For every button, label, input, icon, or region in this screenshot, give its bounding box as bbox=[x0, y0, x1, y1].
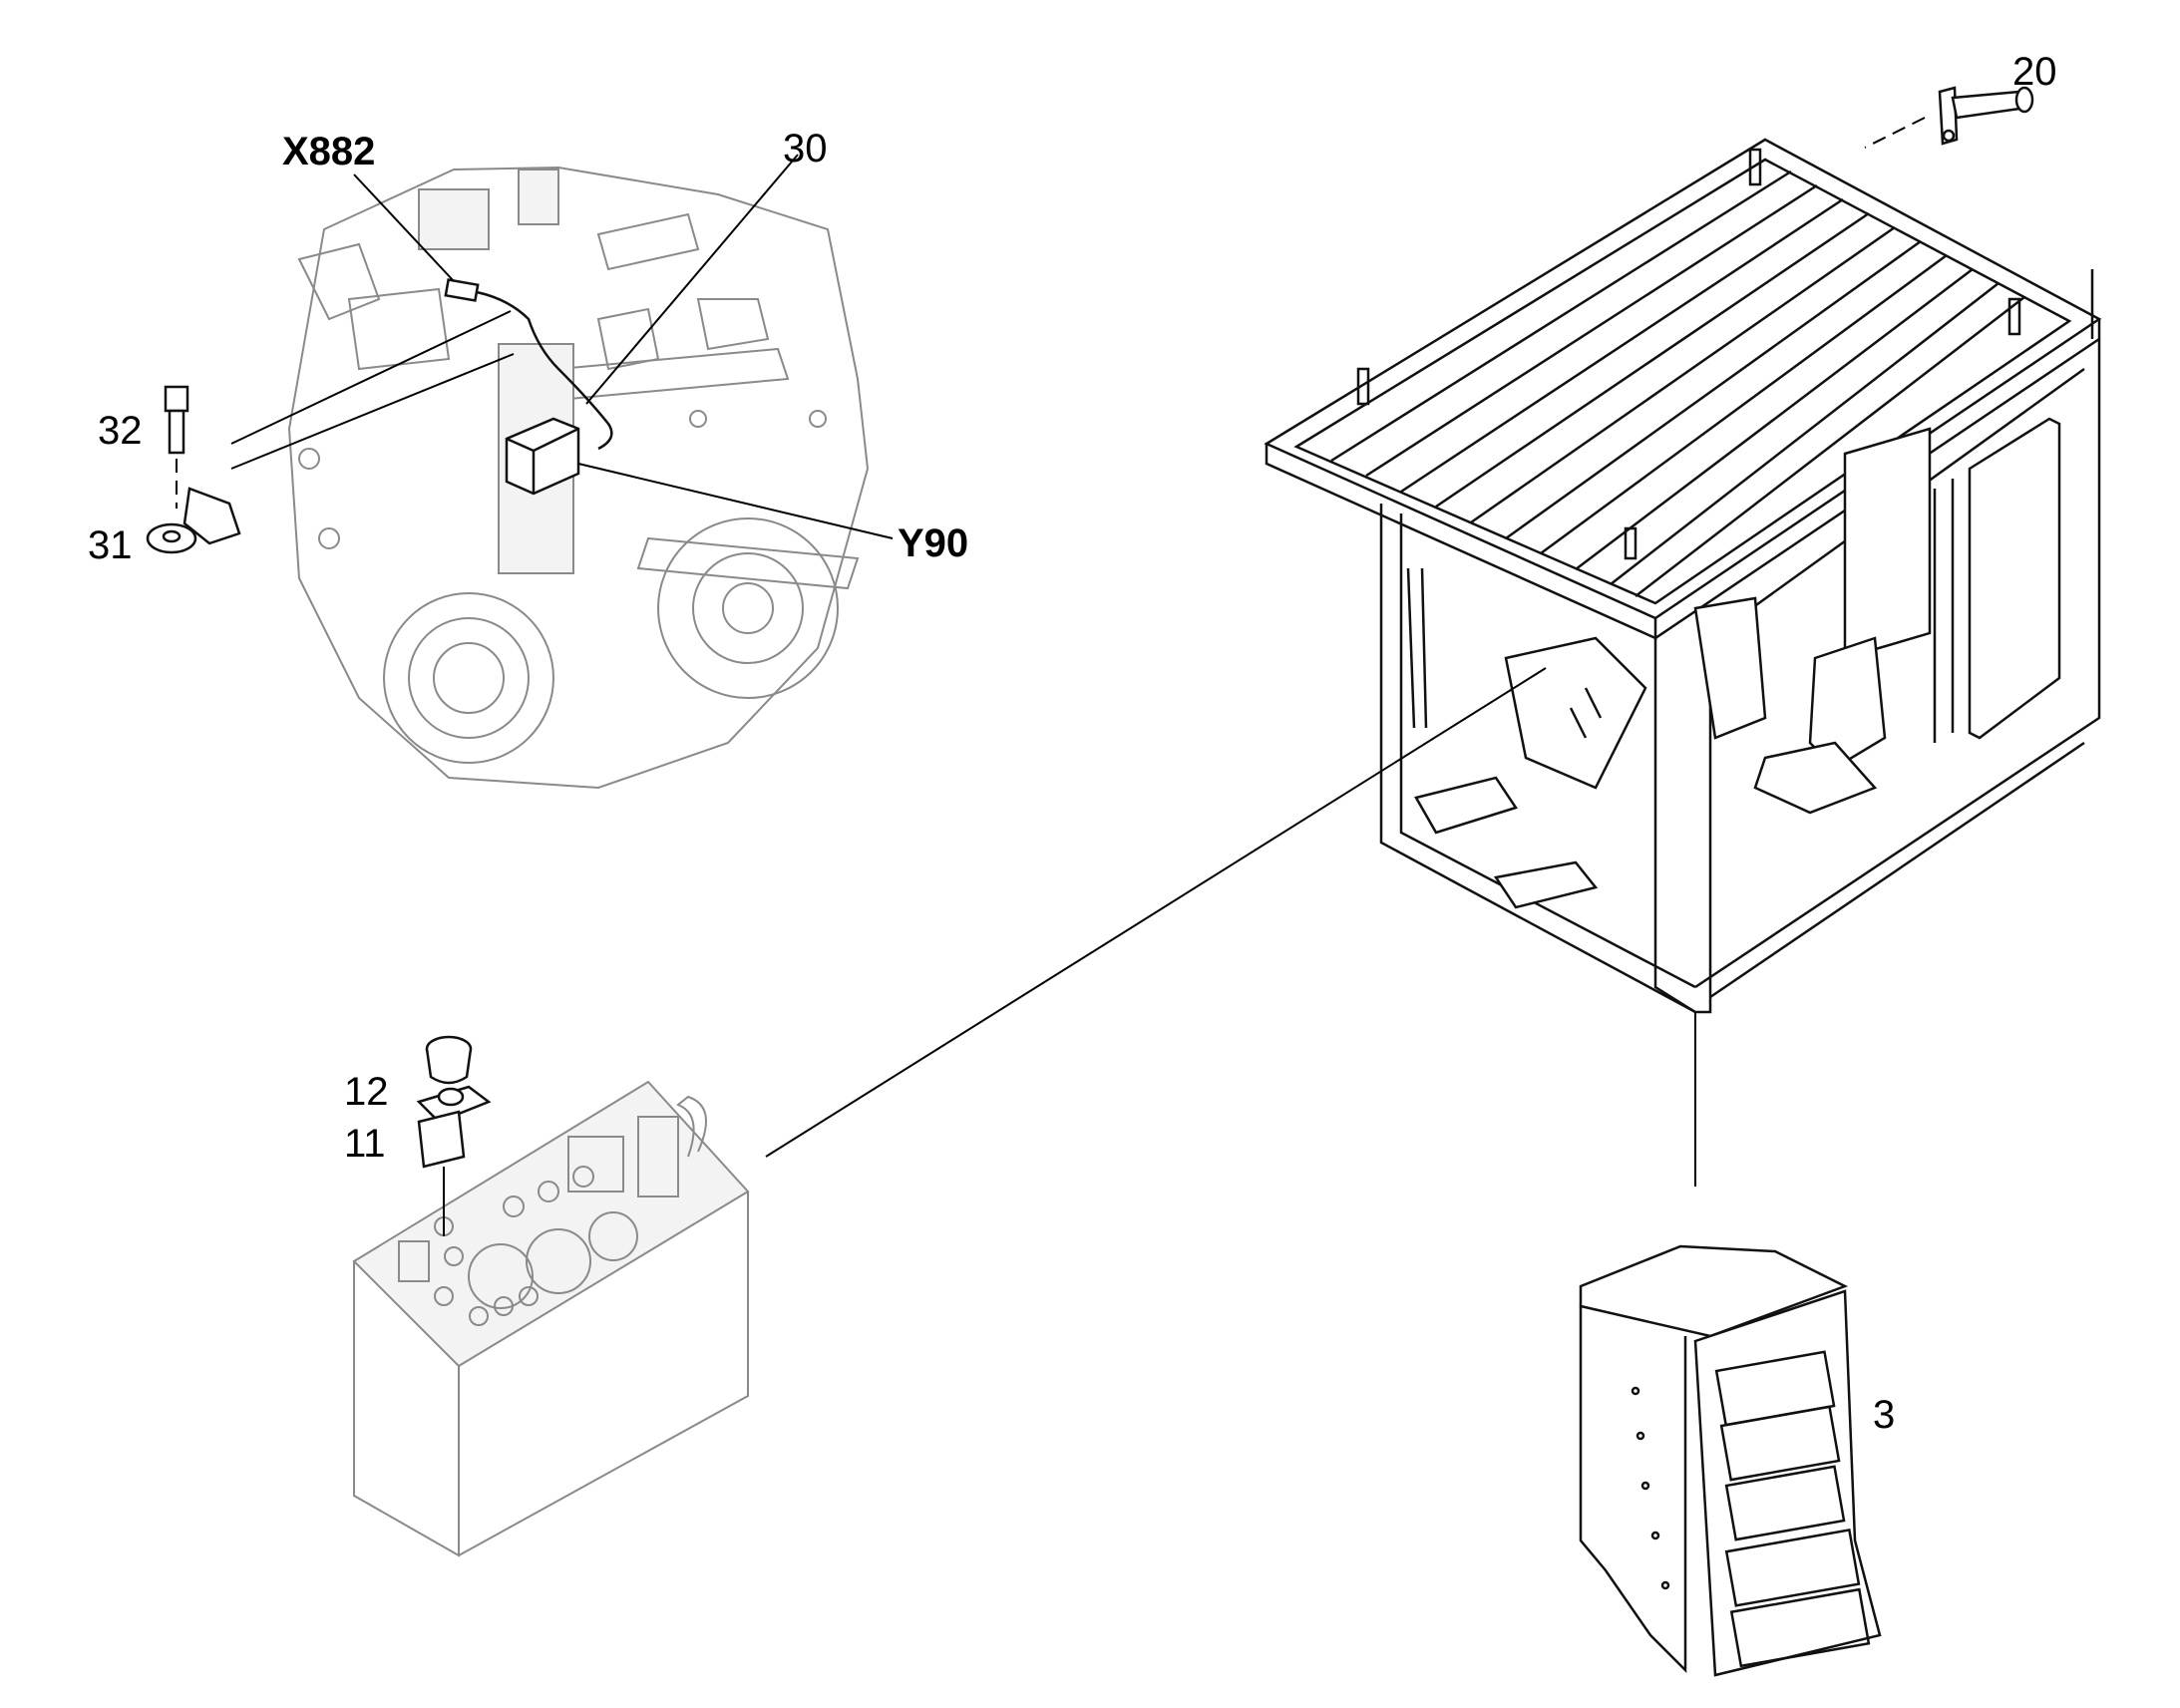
leader-x882 bbox=[353, 173, 455, 282]
label-y90: Y90 bbox=[898, 521, 968, 565]
radio-panel-3 bbox=[1579, 1244, 1882, 1677]
label-x882: X882 bbox=[282, 130, 375, 173]
eye-terminal-31 bbox=[146, 487, 241, 554]
label-30: 30 bbox=[783, 127, 828, 171]
control-console bbox=[352, 1080, 750, 1557]
leader-31-32-b bbox=[230, 353, 515, 470]
operator-seat bbox=[1693, 596, 1887, 815]
connector-x882 bbox=[444, 278, 613, 451]
label-20: 20 bbox=[2012, 50, 2057, 94]
leader-y90 bbox=[577, 463, 894, 539]
screw-32 bbox=[164, 385, 189, 509]
knob-12 bbox=[425, 1035, 473, 1085]
label-11: 11 bbox=[344, 1122, 386, 1166]
bracket-20 bbox=[1938, 86, 2034, 146]
solenoid-valve-y90 bbox=[505, 417, 580, 496]
transmission-detail bbox=[287, 166, 870, 790]
leader-console-to-cab bbox=[765, 667, 1547, 1158]
label-3: 3 bbox=[1873, 1393, 1895, 1437]
label-32: 32 bbox=[98, 409, 143, 453]
leader-20 bbox=[1864, 117, 1926, 149]
leader-31-32-a bbox=[230, 310, 512, 445]
label-12: 12 bbox=[344, 1070, 389, 1114]
cab-console bbox=[1414, 636, 1647, 909]
operator-cab bbox=[1264, 138, 2102, 1014]
switch-11 bbox=[416, 1085, 492, 1169]
label-31: 31 bbox=[88, 523, 133, 567]
leader-30 bbox=[585, 154, 799, 405]
